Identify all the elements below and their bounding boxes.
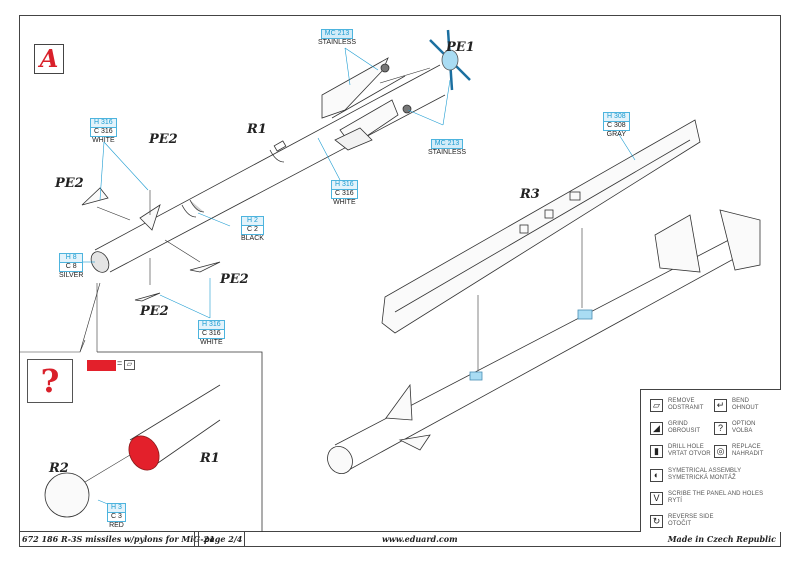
pe1-photoetch [429, 29, 471, 91]
part-label-pe2: PE2 [149, 132, 178, 147]
part-label-pe2: PE2 [220, 272, 249, 287]
remove-icon: ▱ [124, 360, 135, 370]
part-label-pe1: PE1 [446, 40, 475, 55]
part-label-pe2: PE2 [55, 176, 84, 191]
footer-divider [198, 532, 199, 546]
sheet-frame [19, 15, 781, 532]
scribe-icon: V [650, 491, 663, 505]
remove-icon: ▱ [650, 398, 663, 412]
part-label-r1-detail: R1 [200, 451, 220, 466]
bend-icon: ↵ [714, 398, 727, 412]
missile-r1-top [81, 57, 446, 302]
part-label-pe2: PE2 [140, 304, 169, 319]
drill-hole-icon: ▮ [650, 444, 663, 458]
option-icon: ? [714, 421, 727, 435]
footer-bar: 672 186 R-3S missiles w/pylons for MiG-2… [19, 532, 781, 547]
missile-r1-detail [44, 384, 221, 518]
replace-icon: ◎ [714, 444, 727, 458]
origin-note: Made in Czech Republic [667, 534, 776, 544]
reverse-side-icon: ↻ [650, 514, 663, 528]
part-label-r3: R3 [520, 187, 540, 202]
product-title: 672 186 R-3S missiles w/pylons for MiG-2… [22, 534, 215, 544]
part-label-r1: R1 [247, 122, 267, 137]
grind-icon: ◢ [650, 421, 663, 435]
symmetrical-assembly-icon: ◐ [650, 468, 663, 482]
website-link[interactable]: www.eduard.com [382, 534, 458, 544]
part-label-r2: R2 [49, 461, 69, 476]
missile-r3 [327, 209, 761, 474]
footer-divider [194, 532, 195, 546]
step-marker: A [34, 44, 64, 74]
equals-sign: = [117, 358, 123, 368]
footer-divider [244, 532, 245, 546]
red-swatch [87, 360, 116, 371]
pylon-r3 [381, 119, 701, 334]
page-number: page 2/4 [204, 534, 243, 544]
option-marker: ? [27, 359, 73, 403]
